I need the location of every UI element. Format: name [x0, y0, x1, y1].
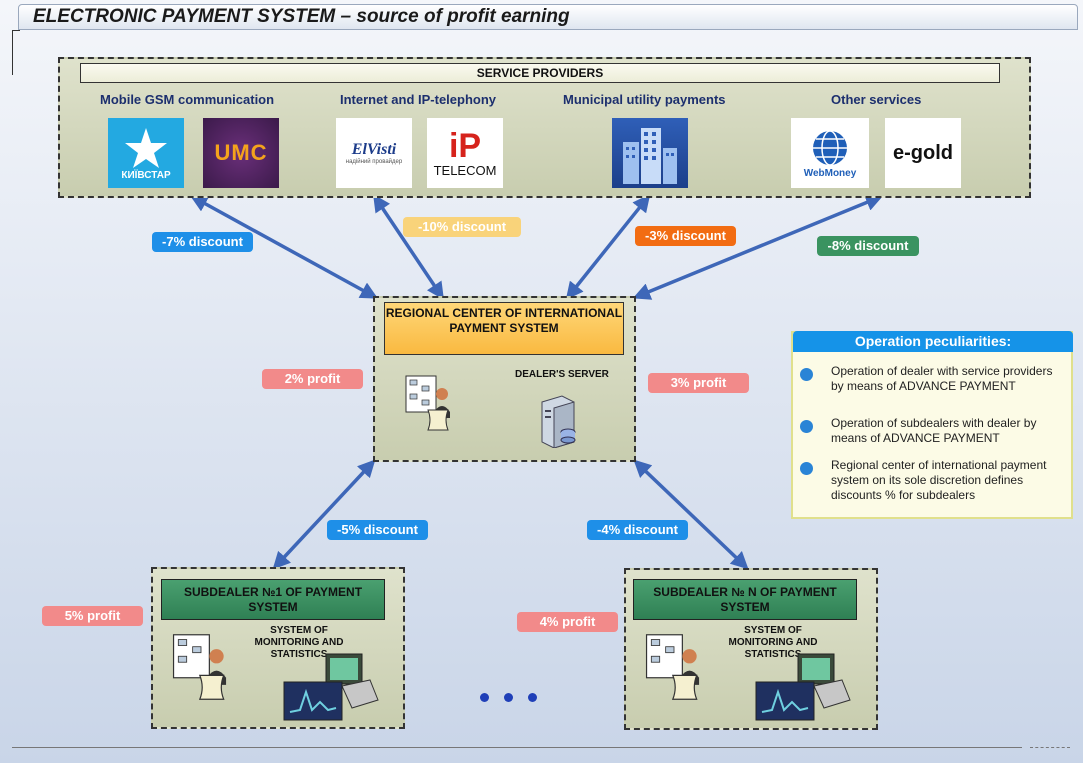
arrow-internet-regional [373, 194, 444, 300]
subdealer-1-monitor-icon [283, 653, 379, 721]
document-workflow-icon [405, 375, 450, 431]
kyivstar-text: КИЇВСТАР [121, 169, 171, 181]
subdealer-1-system-label: SYSTEM OF MONITORING AND STATISTICS [254, 625, 344, 660]
note-text: Operation of subdealers with dealer by m… [831, 416, 1037, 445]
subdealer-n-system-label: SYSTEM OF MONITORING AND STATISTICS [728, 625, 818, 660]
umc-text: UMC [214, 140, 268, 165]
service-providers-header: SERVICE PROVIDERS [80, 63, 1000, 83]
webmoney-logo: WebMoney [791, 118, 869, 188]
page-title: ELECTRONIC PAYMENT SYSTEM – source of pr… [18, 4, 1078, 30]
frame-left-line [12, 30, 13, 75]
profit-badge-sub1: 5% profit [42, 606, 143, 626]
note-text: Operation of dealer with service provide… [831, 364, 1053, 393]
server-icon [541, 395, 576, 448]
bottom-divider [12, 747, 1022, 748]
elvisti-logo: ElVisti надійний провайдер [336, 118, 412, 188]
bottom-dashed-divider [1030, 747, 1070, 748]
subdealer-1-title: SUBDEALER №1 OF PAYMENT SYSTEM [161, 579, 385, 620]
category-other: Other services [831, 92, 922, 107]
note-item: Regional center of international payment… [800, 458, 1065, 503]
ellipsis-dot-1 [480, 693, 489, 702]
egold-logo: e-gold [885, 118, 961, 188]
profit-badge-regional-right: 3% profit [648, 373, 749, 393]
elvisti-subtext: надійний провайдер [345, 159, 403, 165]
ip-telecom-logo: iP TELECOM [427, 118, 503, 188]
profit-badge-regional-left: 2% profit [262, 369, 363, 389]
egold-text: e-gold [893, 141, 953, 164]
note-item: Operation of dealer with service provide… [800, 364, 1065, 394]
dealer-server-label: DEALER'S SERVER [515, 369, 609, 380]
arrow-regional-subN [633, 459, 749, 570]
city-buildings-icon [612, 118, 688, 188]
ellipsis-dot-3 [528, 693, 537, 702]
ip-text: iP [448, 126, 482, 165]
elvisti-text: ElVisti [351, 141, 397, 158]
telecom-text: TELECOM [433, 162, 497, 178]
operation-peculiarities-panel [791, 331, 1073, 519]
subdealer-n-operator-icon [645, 634, 700, 700]
arrow-other-regional [632, 194, 884, 300]
operation-peculiarities-header: Operation peculiarities: [793, 331, 1073, 352]
note-item: Operation of subdealers with dealer by m… [800, 416, 1065, 446]
globe-icon [813, 129, 847, 166]
discount-badge-subN: -4% discount [587, 520, 688, 540]
profit-badge-subN: 4% profit [517, 612, 618, 632]
category-utility: Municipal utility payments [563, 92, 726, 107]
ellipsis-dot-2 [504, 693, 513, 702]
bullet-icon [800, 368, 813, 381]
subdealer-n-title: SUBDEALER № N OF PAYMENT SYSTEM [633, 579, 857, 620]
subdealer-n-monitor-icon [755, 653, 851, 721]
discount-badge-gsm: -7% discount [152, 232, 253, 252]
bullet-icon [800, 462, 813, 475]
discount-badge-internet: -10% discount [403, 217, 521, 237]
arrow-utility-regional [565, 194, 651, 300]
subdealer-1-operator-icon [172, 634, 227, 700]
frame-corner [12, 30, 20, 31]
discount-badge-other: -8% discount [817, 236, 919, 256]
bullet-icon [800, 420, 813, 433]
arrow-regional-sub1 [272, 459, 376, 570]
regional-center-title: REGIONAL CENTER OF INTERNATIONAL PAYMENT… [384, 302, 624, 355]
star-icon [125, 127, 167, 168]
discount-badge-utility: -3% discount [635, 226, 736, 246]
note-text: Regional center of international payment… [831, 458, 1047, 502]
category-internet: Internet and IP-telephony [340, 92, 497, 107]
umc-logo: UMC [203, 118, 279, 188]
category-gsm: Mobile GSM communication [100, 92, 275, 107]
discount-badge-sub1: -5% discount [327, 520, 428, 540]
webmoney-text: WebMoney [803, 167, 857, 179]
arrow-gsm-regional [189, 195, 379, 299]
kyivstar-logo: КИЇВСТАР [108, 118, 184, 188]
